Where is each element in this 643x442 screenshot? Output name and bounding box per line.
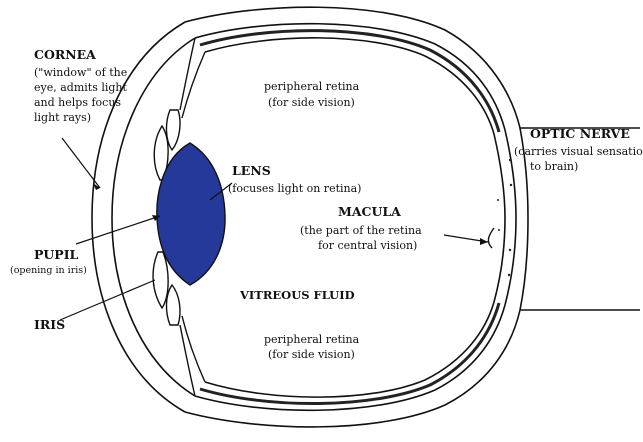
cornea-pointer <box>62 138 100 188</box>
macula-line-2: for central vision) <box>318 239 417 252</box>
optic-nerve-label: OPTIC NERVE (carries visual sensation to… <box>514 126 643 173</box>
retina-bottom-label: peripheral retina (for side vision) <box>264 333 360 361</box>
lens-title: LENS <box>232 163 271 178</box>
macula-pit <box>488 228 494 248</box>
vitreous-title: VITREOUS FLUID <box>239 288 355 302</box>
macula-label: MACULA (the part of the retina for centr… <box>300 204 422 252</box>
pupil-title: PUPIL <box>34 247 79 262</box>
cornea-title: CORNEA <box>34 47 96 62</box>
cornea-line-2: eye, admits light <box>34 81 127 94</box>
optic-nerve-line-1: (carries visual sensation <box>514 145 643 158</box>
lens-line-1: (focuses light on retina) <box>228 182 361 195</box>
macula-line-1: (the part of the retina <box>300 224 422 237</box>
retina-bottom-line-2: (for side vision) <box>268 348 355 361</box>
lens-label: LENS (focuses light on retina) <box>228 163 361 195</box>
iris-title: IRIS <box>34 317 65 332</box>
cornea-line-1: ("window" of the <box>34 66 127 79</box>
retina-bottom-line-1: peripheral retina <box>264 333 360 346</box>
retina-top-line-2: (for side vision) <box>268 96 355 109</box>
optic-nerve-title: OPTIC NERVE <box>530 126 630 141</box>
macula-title: MACULA <box>338 204 401 219</box>
retina-top-line-1: peripheral retina <box>264 80 360 93</box>
pupil-line-1: (opening in iris) <box>10 265 87 276</box>
pupil-label: PUPIL (opening in iris) <box>10 247 87 276</box>
pupil-pointer <box>76 216 160 244</box>
sclera-outer <box>185 7 640 128</box>
sclera-outer-lower <box>185 310 640 427</box>
cornea-line-4: light rays) <box>34 111 91 124</box>
cornea-label: CORNEA ("window" of the eye, admits ligh… <box>34 47 127 124</box>
eyeball-outline <box>185 7 640 427</box>
cornea-line-3: and helps focus <box>34 96 121 109</box>
optic-nerve-line-2: to brain) <box>530 160 578 173</box>
retina-top-label: peripheral retina (for side vision) <box>264 80 360 109</box>
